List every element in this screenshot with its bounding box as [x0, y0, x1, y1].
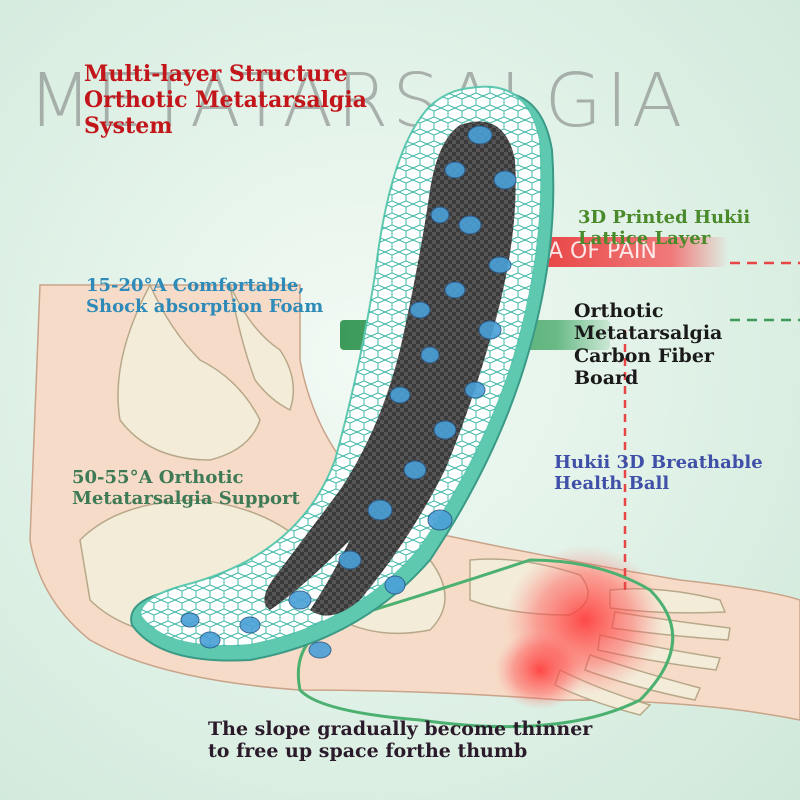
carbon-fiber-board	[264, 121, 516, 616]
carbon-board-label: Orthotic Metatarsalgia Carbon Fiber Boar…	[574, 300, 723, 390]
pain-area-pill: A OF PAIN	[540, 237, 728, 267]
product-title: Multi-layer Structure Orthotic Metatarsa…	[84, 61, 367, 139]
support-label: 50-55°A Orthotic Metatarsalgia Support	[72, 467, 300, 510]
foam-label: 15-20°A Comfortable, Shock absorption Fo…	[86, 275, 324, 318]
health-balls	[180, 125, 517, 659]
background-watermark: METATARSALGIA	[28, 58, 687, 144]
health-ball-label: Hukii 3D Breathable Health Ball	[554, 452, 763, 495]
lattice-label: 3D Printed Hukii Lattice Layer	[578, 207, 751, 250]
slope-caption: The slope gradually become thinner to fr…	[208, 718, 593, 763]
